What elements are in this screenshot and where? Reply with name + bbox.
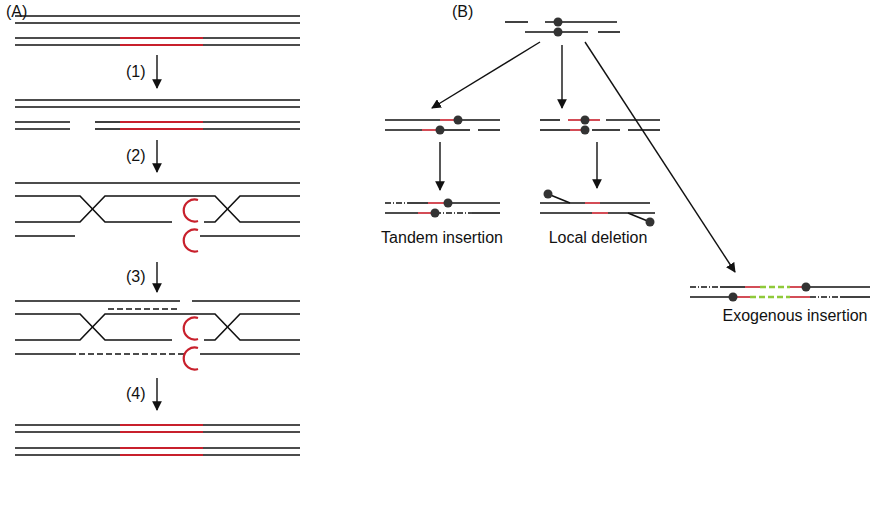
deletion-product [540, 190, 655, 227]
outcome-label: Tandem insertion [381, 228, 503, 247]
outcome-label: Local deletion [549, 228, 648, 247]
tandem-product [385, 199, 500, 218]
broken-duplex [15, 100, 300, 129]
step-number: (2) [126, 146, 146, 165]
tandem-intermediate [385, 116, 500, 135]
step-number: (3) [126, 267, 146, 286]
red-segment [120, 38, 203, 45]
intact-duplex [15, 16, 300, 45]
step-number: (4) [126, 384, 146, 403]
step-number: (1) [126, 62, 146, 81]
synthesis-intermediate [15, 301, 300, 354]
deletion-intermediate [540, 116, 660, 135]
repaired-duplex [15, 425, 300, 455]
broken-ends [505, 22, 620, 32]
invasion-intermediate [15, 183, 300, 236]
new-synthesis [70, 309, 186, 354]
step-arrow [156, 55, 157, 410]
exogenous-product [690, 283, 870, 302]
outcome-label: Exogenous insertion [723, 306, 868, 325]
end-marker [554, 18, 563, 37]
panel-letter: (B) [452, 2, 473, 21]
panel-letter: (A) [6, 2, 27, 21]
